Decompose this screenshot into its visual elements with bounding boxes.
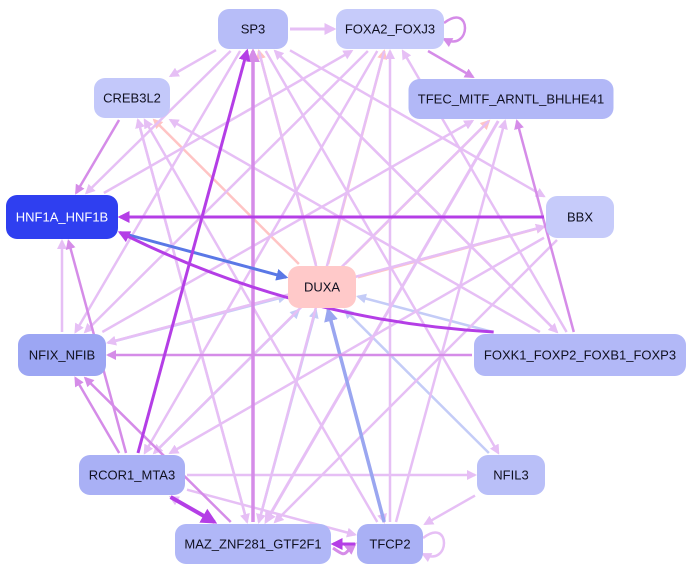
node-box bbox=[94, 78, 170, 118]
node-box bbox=[6, 195, 118, 239]
edge-sp3-to-bbx bbox=[289, 49, 546, 198]
node-box bbox=[218, 9, 288, 49]
edge-foxk1-to-creb3l2 bbox=[168, 118, 541, 334]
node-box bbox=[474, 334, 686, 376]
node-creb3l2: CREB3L2 bbox=[94, 78, 170, 118]
edge-rcor1-to-nfix bbox=[74, 376, 121, 454]
edge-sp3-to-creb3l2 bbox=[168, 49, 217, 78]
node-label: TFEC_MITF_ARNTL_BHLHE41 bbox=[418, 92, 604, 107]
node-nfil3: NFIL3 bbox=[477, 455, 545, 495]
node-bbx: BBX bbox=[546, 196, 614, 238]
node-label: NFIL3 bbox=[493, 468, 528, 483]
edge-maz-to-nfix bbox=[83, 376, 232, 523]
edge-foxa2-to-nfix bbox=[83, 50, 369, 334]
edge-rcor1-to-maz bbox=[169, 495, 218, 524]
node-box bbox=[477, 455, 545, 495]
node-box bbox=[408, 79, 614, 119]
edge-sp3-to-nfil3 bbox=[264, 50, 500, 455]
node-nfix: NFIX_NFIB bbox=[18, 334, 106, 376]
edge-sp3-to-hnf1a bbox=[84, 50, 232, 195]
node-sp3: SP3 bbox=[218, 9, 288, 49]
edge-foxa2-to-tfec bbox=[427, 49, 475, 79]
node-label: FOXK1_FOXP2_FOXB1_FOXP3 bbox=[484, 348, 676, 363]
edge-tfcp2-to-duxa bbox=[324, 307, 386, 523]
node-box bbox=[288, 266, 356, 308]
node-label: MAZ_ZNF281_GTF2F1 bbox=[184, 537, 321, 552]
edge-tfcp2-to-tfec bbox=[394, 119, 508, 523]
node-duxa: DUXA bbox=[288, 266, 356, 308]
node-hnf1a: HNF1A_HNF1B bbox=[6, 195, 118, 239]
node-box bbox=[546, 196, 614, 238]
node-label: TFCP2 bbox=[369, 537, 410, 552]
node-label: BBX bbox=[567, 210, 593, 225]
edge-bbx-to-rcor1 bbox=[168, 236, 545, 455]
edge-foxa2-to-foxa2 bbox=[442, 16, 467, 48]
node-label: DUXA bbox=[304, 280, 340, 295]
edge-tfcp2-to-tfcp2 bbox=[421, 531, 446, 563]
edge-maz-to-tfcp2 bbox=[332, 542, 357, 556]
edge-hnf1a-to-duxa bbox=[119, 231, 289, 281]
node-box bbox=[336, 9, 444, 49]
node-foxk1: FOXK1_FOXP2_FOXB1_FOXP3 bbox=[474, 334, 686, 376]
edge-rcor1-to-sp3 bbox=[136, 48, 251, 454]
edge-tfcp2-to-creb3l2 bbox=[143, 118, 379, 523]
node-foxa2: FOXA2_FOXJ3 bbox=[336, 9, 444, 49]
node-label: RCOR1_MTA3 bbox=[89, 468, 175, 483]
node-tfec: TFEC_MITF_ARNTL_BHLHE41 bbox=[408, 79, 614, 119]
edge-creb3l2-to-hnf1a bbox=[75, 119, 121, 195]
edge-tfec-to-maz bbox=[264, 120, 500, 525]
node-box bbox=[357, 524, 423, 564]
node-box bbox=[175, 524, 331, 564]
node-label: HNF1A_HNF1B bbox=[16, 210, 108, 225]
edge-foxk1-to-tfec bbox=[514, 119, 576, 333]
node-label: CREB3L2 bbox=[103, 91, 161, 106]
node-box bbox=[18, 334, 106, 376]
edge-foxa2-to-rcor1 bbox=[143, 50, 379, 455]
node-maz: MAZ_ZNF281_GTF2F1 bbox=[175, 524, 331, 564]
edge-nfix-to-tfec bbox=[101, 119, 475, 334]
node-label: SP3 bbox=[241, 22, 266, 37]
node-box bbox=[79, 455, 185, 495]
node-tfcp2: TFCP2 bbox=[357, 524, 423, 564]
node-label: NFIX_NFIB bbox=[29, 348, 95, 363]
node-label: FOXA2_FOXJ3 bbox=[345, 22, 435, 37]
edge-nfil3-to-tfcp2 bbox=[423, 494, 476, 526]
node-rcor1: RCOR1_MTA3 bbox=[79, 455, 185, 495]
